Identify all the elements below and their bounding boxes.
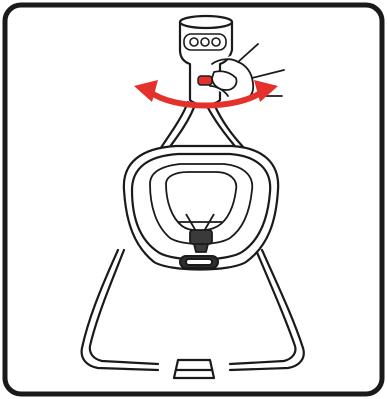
seat-front-handle xyxy=(180,256,218,268)
red-release-button xyxy=(198,76,212,85)
control-panel xyxy=(184,34,226,50)
base-hub xyxy=(174,360,214,378)
